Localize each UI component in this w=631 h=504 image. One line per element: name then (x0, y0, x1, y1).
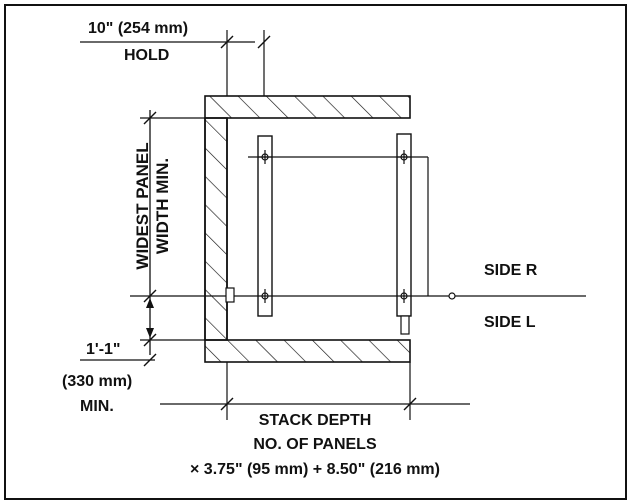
hold-label: HOLD (124, 47, 170, 64)
panel-right-foot (400, 315, 410, 335)
centerline-end-circle (448, 292, 456, 300)
wall-marker (225, 287, 235, 303)
formula-label: × 3.75" (95 mm) + 8.50" (216 mm) (190, 461, 440, 478)
side-r-label: SIDE R (484, 262, 538, 279)
width-min-label: WIDTH MIN. (153, 157, 172, 255)
side-l-label: SIDE L (484, 314, 536, 331)
panel-left (257, 135, 273, 317)
wall-left (204, 117, 228, 341)
hold-dimension-label: 10" (254 mm) (88, 20, 189, 37)
wall-bottom (204, 339, 411, 363)
clearance-ft-label: 1'-1" (86, 341, 121, 358)
no-of-panels-label: NO. OF PANELS (253, 436, 377, 453)
widest-panel-label: WIDEST PANEL (133, 142, 152, 270)
clearance-arrow-down (146, 328, 154, 338)
wall-top (204, 95, 411, 119)
pivot-marks (258, 150, 411, 303)
stack-depth-label: STACK DEPTH (258, 412, 372, 429)
clearance-mm-label: (330 mm) (62, 373, 133, 390)
min-label: MIN. (80, 398, 114, 415)
clearance-arrow-up (146, 298, 154, 308)
outer-frame (4, 4, 627, 500)
